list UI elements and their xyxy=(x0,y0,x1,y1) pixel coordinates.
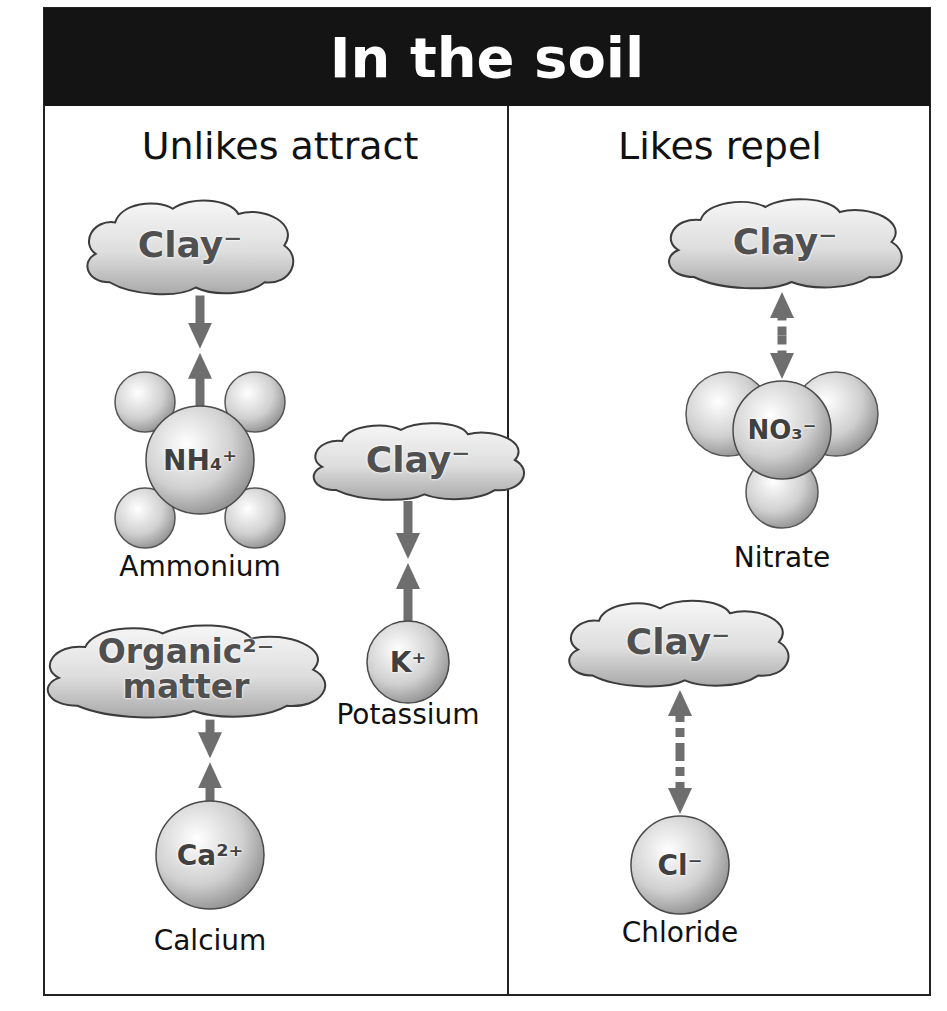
attract-arrow xyxy=(408,501,409,621)
arrow-shaft xyxy=(206,720,215,745)
ion-symbol: K⁺ xyxy=(390,646,426,679)
arrow-shaft xyxy=(196,296,205,335)
column-heading: Likes repel xyxy=(618,124,822,168)
ion-name: Calcium xyxy=(154,924,267,957)
ion-circle xyxy=(631,816,729,914)
ion-name: Chloride xyxy=(622,916,739,949)
organic-matter-particle: Organic²⁻ matter xyxy=(31,618,341,721)
arrow-shaft xyxy=(778,336,787,366)
potassium-ion: K⁺Potassium xyxy=(366,620,450,733)
clay-particle: Clay⁻ xyxy=(75,193,305,298)
title-band xyxy=(44,8,930,106)
nitrate-ion: NO₃⁻ Nitrate xyxy=(732,380,832,576)
attract-arrow xyxy=(210,720,211,801)
ion-symbol: NH₄⁺ xyxy=(163,444,237,477)
repel-arrow xyxy=(680,704,681,800)
arrow-shaft xyxy=(404,577,413,621)
arrow-shaft xyxy=(676,752,685,800)
clay-particle: Clay⁻ xyxy=(655,192,915,292)
clay-particle: Clay⁻ xyxy=(301,417,536,503)
arrow-shaft xyxy=(676,704,685,752)
particle-name: Clay⁻ xyxy=(626,623,730,661)
diagram-title: In the soil xyxy=(330,25,645,90)
cloud-shape xyxy=(669,199,902,288)
calcium-ion: Ca²⁺ Calcium xyxy=(155,800,265,959)
nitrate-oxygen-atoms xyxy=(686,372,878,528)
ion-symbol: Cl⁻ xyxy=(658,849,703,882)
arrow-shaft xyxy=(778,306,787,336)
cloud-shape xyxy=(569,601,788,687)
ion-name: Ammonium xyxy=(119,550,280,583)
chloride-ion: Cl⁻Chloride xyxy=(630,815,730,951)
ion-symbol: NO₃⁻ xyxy=(748,415,817,445)
ion-circle xyxy=(367,621,449,703)
arrow-shaft xyxy=(404,501,413,545)
ion-circle xyxy=(156,801,264,909)
cloud-shape xyxy=(87,200,293,294)
particle-name: Clay⁻ xyxy=(138,226,242,264)
ion-name: Potassium xyxy=(336,698,479,731)
cloud-shape xyxy=(48,626,325,718)
ion-symbol: Ca²⁺ xyxy=(177,839,244,872)
particle-name: Organic²⁻ matter xyxy=(66,635,306,704)
column-divider xyxy=(507,106,509,995)
ammonium-ion: NH₄⁺Ammonium xyxy=(145,405,255,585)
ion-circle xyxy=(733,381,831,479)
cloud-shape xyxy=(313,423,523,500)
ion-name: Nitrate xyxy=(734,541,831,574)
particle-name: Clay⁻ xyxy=(733,223,837,261)
attract-arrow xyxy=(200,296,201,407)
ion-circle xyxy=(146,406,254,514)
arrow-shaft xyxy=(206,776,215,801)
particle-name: Clay⁻ xyxy=(366,441,470,479)
clay-particle: Clay⁻ xyxy=(556,594,801,690)
arrow-shaft xyxy=(196,367,205,406)
outer-frame xyxy=(44,8,930,995)
repel-arrow xyxy=(782,306,783,365)
column-heading: Unlikes attract xyxy=(142,124,419,168)
